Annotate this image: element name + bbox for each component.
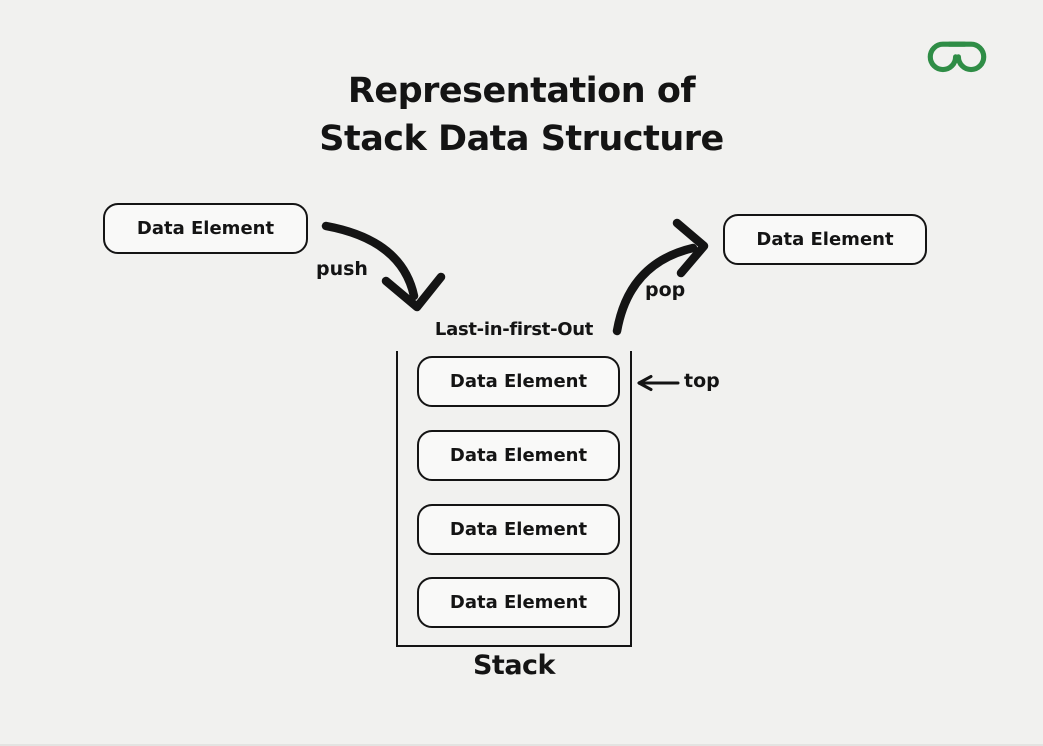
pop-arrowhead-icon [672, 218, 709, 278]
pop-data-element-label: Data Element [756, 229, 894, 250]
stack-item-box: Data Element [417, 430, 620, 481]
stack-item-label: Data Element [449, 371, 588, 392]
stack-container [396, 351, 632, 647]
push-data-element-label: Data Element [136, 218, 275, 239]
pop-label: pop [645, 279, 686, 301]
title-line-2: Stack Data Structure [319, 119, 724, 159]
page-title: Representation of Stack Data Structure [0, 67, 1043, 163]
top-label: top [684, 370, 720, 392]
stack-item-box: Data Element [417, 356, 620, 407]
lifo-label: Last-in-first-Out [434, 319, 594, 340]
stack-item-box: Data Element [417, 577, 620, 628]
stack-label: Stack [472, 650, 556, 681]
title-line-1: Representation of [347, 71, 696, 111]
pop-data-element-box: Data Element [723, 214, 927, 265]
stack-item-label: Data Element [449, 445, 588, 466]
stack-item-label: Data Element [449, 592, 588, 613]
push-data-element-box: Data Element [103, 203, 308, 254]
push-label: push [316, 258, 368, 280]
push-arrowhead-icon [381, 272, 446, 312]
top-pointer-arrow-icon [637, 375, 680, 391]
geeksforgeeks-logo-icon [927, 41, 987, 73]
stack-item-box: Data Element [417, 504, 620, 555]
stack-item-label: Data Element [449, 519, 588, 540]
